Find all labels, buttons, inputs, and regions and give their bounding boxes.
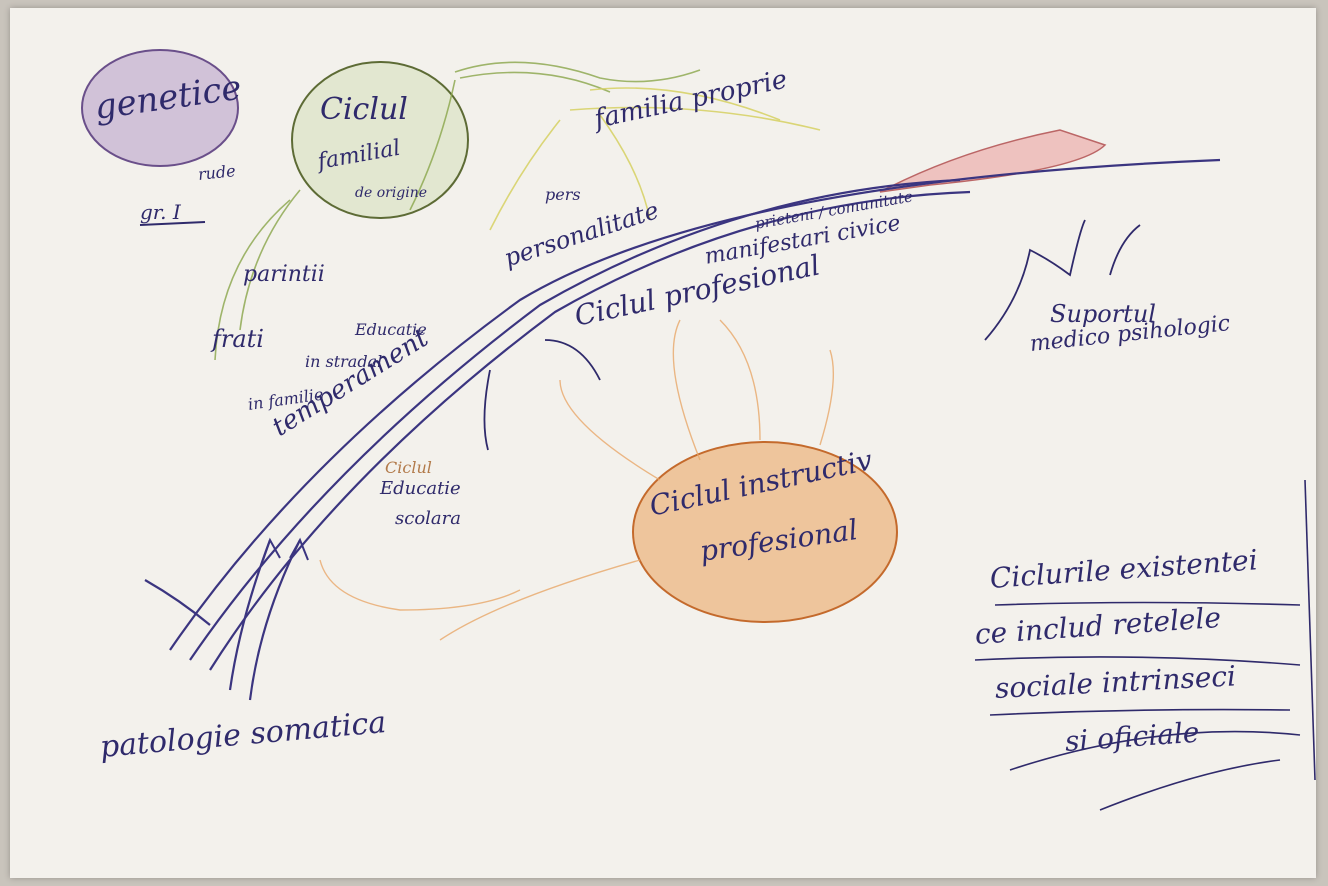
rude-label: rude — [197, 161, 237, 184]
green-strands — [214, 61, 701, 361]
pink-band — [879, 129, 1107, 193]
timeline-curve — [144, 158, 1221, 701]
paper-sheet — [10, 8, 1316, 878]
summary-lines — [974, 479, 1316, 811]
parintii-label: parintii — [243, 262, 325, 287]
arrows — [262, 537, 309, 561]
educatie-scolara-2-label: scolara — [395, 508, 461, 529]
ciclul-label: Ciclul — [320, 92, 408, 127]
gr-underline — [139, 221, 206, 226]
gradul-label: gr. I — [140, 200, 181, 224]
de-origine-label: de origine — [355, 185, 428, 201]
ciclul-instructiv-node — [632, 441, 898, 623]
pers-label: pers — [545, 185, 581, 204]
genetice-node — [81, 49, 239, 167]
educatie-scolara-1-label: Educatie — [380, 478, 461, 499]
frati-label: frati — [212, 325, 264, 353]
orange-strands — [319, 319, 834, 641]
stradal-label: in stradal — [305, 352, 383, 371]
support-strokes — [483, 219, 1141, 451]
yellow-strands — [489, 87, 821, 231]
ciclul-educatie-label: Ciclul — [385, 458, 432, 477]
educatie-label: Educatie — [355, 320, 427, 339]
suportul-label: Suportul — [1050, 300, 1156, 328]
